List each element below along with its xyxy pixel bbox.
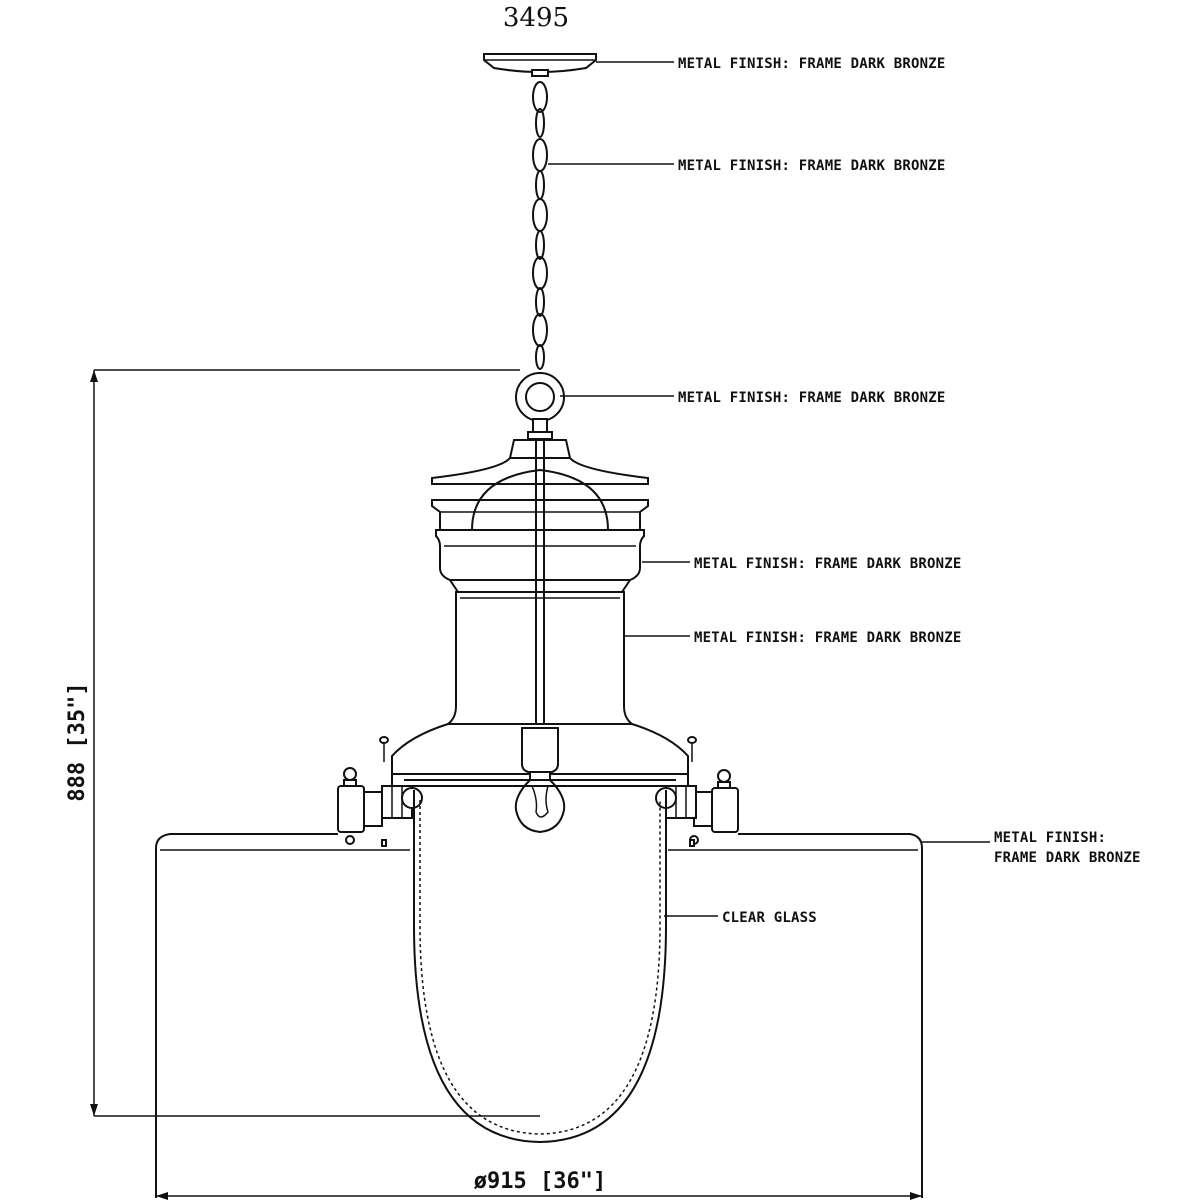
svg-text:CLEAR GLASS: CLEAR GLASS — [722, 910, 817, 926]
shade — [155, 833, 923, 1198]
right-screw — [687, 736, 697, 762]
loop-ring — [515, 372, 565, 440]
socket-and-bulb — [514, 727, 566, 834]
height-dimension-label: 888 [35"] — [65, 682, 90, 801]
svg-text:METAL FINISH: FRAME DARK BRONZ: METAL FINISH: FRAME DARK BRONZE — [678, 390, 946, 406]
svg-text:METAL FINISH: FRAME DARK BRONZ: METAL FINISH: FRAME DARK BRONZE — [694, 630, 962, 646]
clear-glass-globe — [413, 790, 667, 1144]
left-screw — [379, 736, 389, 762]
callout-body: METAL FINISH: FRAME DARK BRONZE — [624, 630, 962, 646]
canopy — [483, 53, 597, 77]
callout-canopy: METAL FINISH: FRAME DARK BRONZE — [596, 56, 946, 72]
callout-cap: METAL FINISH: FRAME DARK BRONZE — [642, 556, 962, 572]
left-clamp — [337, 767, 423, 847]
height-dimension: 888 [35"] — [65, 369, 540, 1117]
callout-chain: METAL FINISH: FRAME DARK BRONZE — [548, 158, 946, 174]
svg-text:METAL FINISH: FRAME DARK BRONZ: METAL FINISH: FRAME DARK BRONZE — [678, 158, 946, 174]
top-cap — [431, 439, 649, 593]
right-clamp — [655, 769, 739, 847]
chain — [532, 81, 548, 370]
svg-text:METAL FINISH: FRAME DARK BRONZ: METAL FINISH: FRAME DARK BRONZE — [678, 56, 946, 72]
model-number: 3495 — [503, 3, 569, 33]
callout-loop: METAL FINISH: FRAME DARK BRONZE — [560, 390, 946, 406]
callout-glass: CLEAR GLASS — [664, 910, 817, 926]
svg-text:FRAME DARK BRONZE: FRAME DARK BRONZE — [994, 850, 1141, 866]
svg-text:METAL FINISH:: METAL FINISH: — [994, 830, 1106, 846]
callout-shade: METAL FINISH: FRAME DARK BRONZE — [922, 830, 1141, 866]
svg-text:METAL FINISH: FRAME DARK BRONZ: METAL FINISH: FRAME DARK BRONZE — [694, 556, 962, 572]
diameter-dimension-label: ø915 [36"] — [474, 1169, 606, 1194]
diameter-dimension: ø915 [36"] — [156, 1169, 922, 1200]
